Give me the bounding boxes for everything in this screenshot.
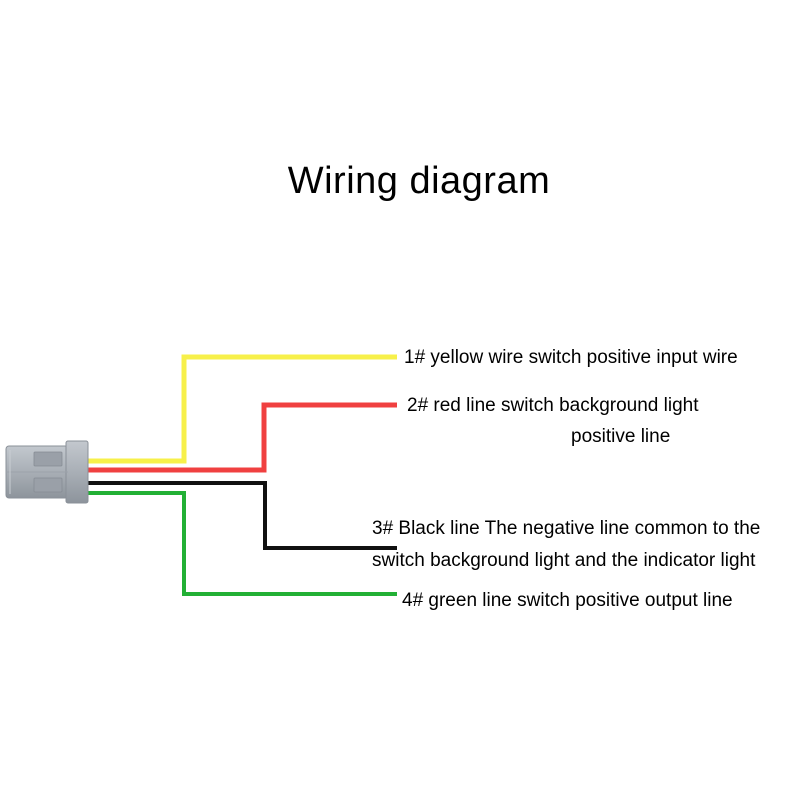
- black-wire-label: 3# Black line The negative line common t…: [372, 518, 761, 539]
- black-wire-label-continued: switch background light and the indicato…: [372, 550, 756, 571]
- diagram-title: Wiring diagram: [287, 160, 551, 202]
- yellow-wire-label: 1# yellow wire switch positive input wir…: [404, 347, 738, 368]
- green-wire: [86, 491, 397, 596]
- red-wire: [86, 402, 397, 473]
- connector-plug: [5, 440, 89, 504]
- red-wire-label-continued: positive line: [571, 426, 671, 447]
- red-wire-label: 2# red line switch background light: [407, 395, 699, 416]
- black-wire: [86, 481, 397, 550]
- green-wire-label: 4# green line switch positive output lin…: [402, 590, 733, 611]
- yellow-wire: [86, 354, 397, 464]
